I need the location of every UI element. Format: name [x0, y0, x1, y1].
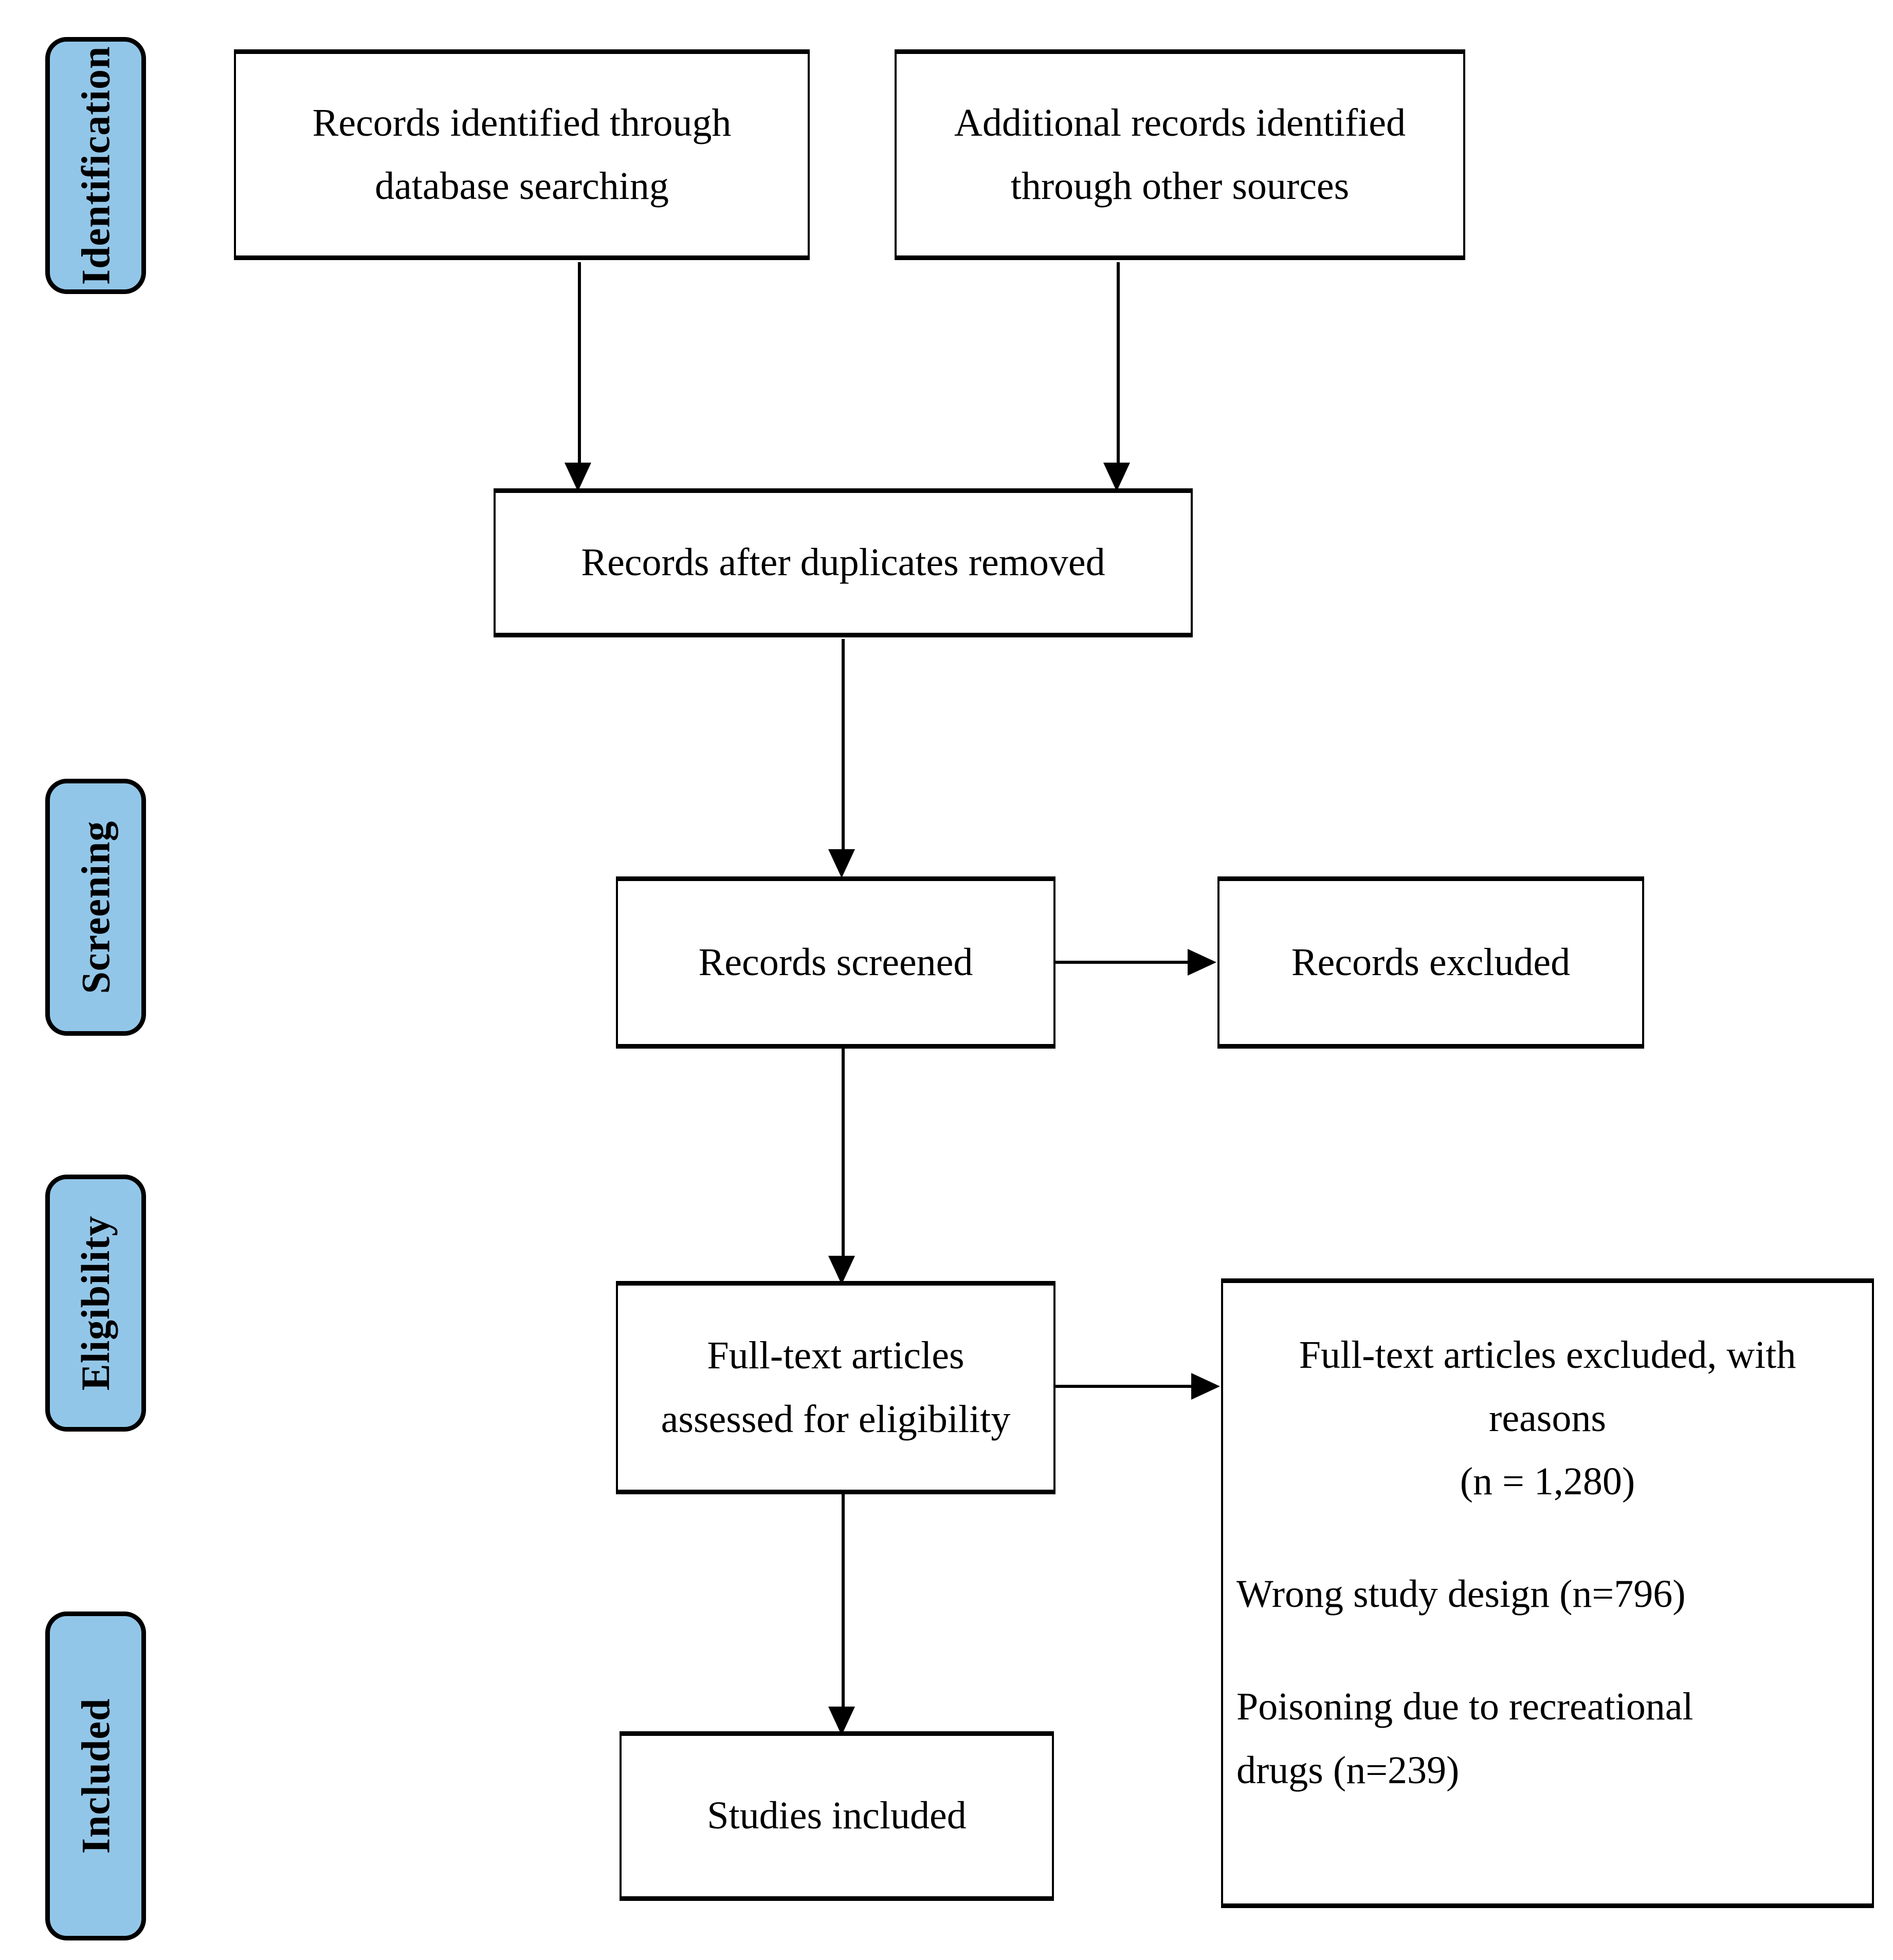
- box-fulltext-excluded-with-reasons: Full-text articles excluded, with reason…: [1221, 1278, 1874, 1908]
- reason-item-2-line-1: Poisoning due to recreational: [1236, 1685, 1694, 1729]
- box-fulltext-assessed: Full-text articles assessed for eligibil…: [616, 1281, 1055, 1494]
- connector-database-to-duplicates: [578, 262, 581, 468]
- box-line: database searching: [375, 164, 669, 208]
- box-line: Additional records identified: [954, 101, 1406, 144]
- box-line: assessed for eligibility: [661, 1397, 1011, 1441]
- connector-screened-to-fulltext: [842, 1049, 845, 1262]
- box-records-after-duplicates: Records after duplicates removed: [494, 488, 1193, 637]
- box-line: Records excluded: [1291, 940, 1571, 984]
- stage-pill-identification: Identification: [45, 37, 146, 294]
- connector-fulltext-to-included: [842, 1494, 845, 1713]
- reason-item-1-line-1: Wrong study design (n=796): [1236, 1572, 1686, 1616]
- stage-label-screening: Screening: [73, 820, 118, 994]
- stage-label-eligibility: Eligibility: [73, 1215, 118, 1391]
- connector-screened-to-excluded: [1055, 961, 1190, 964]
- arrowhead-database-to-duplicates: [565, 463, 591, 491]
- box-records-screened: Records screened: [616, 876, 1055, 1049]
- connector-other-to-duplicates: [1117, 262, 1120, 468]
- reasons-total-count: (n = 1,280): [1460, 1460, 1635, 1504]
- box-records-identified-other: Additional records identified through ot…: [895, 49, 1465, 260]
- box-line: Full-text articles: [707, 1334, 964, 1378]
- box-line: Records screened: [698, 940, 973, 984]
- arrowhead-duplicates-to-screened: [828, 849, 855, 878]
- stage-pill-included: Included: [45, 1611, 146, 1940]
- arrowhead-screened-to-fulltext: [828, 1256, 855, 1285]
- reasons-heading-line-1: Full-text articles excluded, with: [1299, 1333, 1796, 1377]
- stage-label-identification: Identification: [73, 46, 118, 285]
- box-line: Records after duplicates removed: [581, 541, 1105, 584]
- stage-pill-screening: Screening: [45, 779, 146, 1036]
- box-records-identified-database: Records identified through database sear…: [234, 49, 810, 260]
- connector-fulltext-to-excluded-reasons: [1055, 1385, 1193, 1388]
- stage-label-included: Included: [73, 1698, 118, 1854]
- truncated-caption-fragment: [0, 0, 1893, 9]
- reasons-heading-line-2: reasons: [1489, 1397, 1606, 1440]
- box-records-excluded: Records excluded: [1217, 876, 1644, 1049]
- arrowhead-fulltext-to-excluded-reasons: [1191, 1373, 1220, 1400]
- stage-pill-eligibility: Eligibility: [45, 1175, 146, 1432]
- connector-duplicates-to-screened: [842, 639, 845, 855]
- arrowhead-screened-to-excluded: [1188, 949, 1216, 976]
- arrowhead-fulltext-to-included: [828, 1707, 855, 1735]
- box-line: Studies included: [707, 1794, 967, 1838]
- reason-item-2-line-2: drugs (n=239): [1236, 1748, 1460, 1792]
- box-line: Records identified through: [312, 101, 732, 144]
- box-studies-included: Studies included: [620, 1731, 1054, 1901]
- box-line: through other sources: [1010, 164, 1350, 208]
- arrowhead-other-to-duplicates: [1103, 463, 1130, 491]
